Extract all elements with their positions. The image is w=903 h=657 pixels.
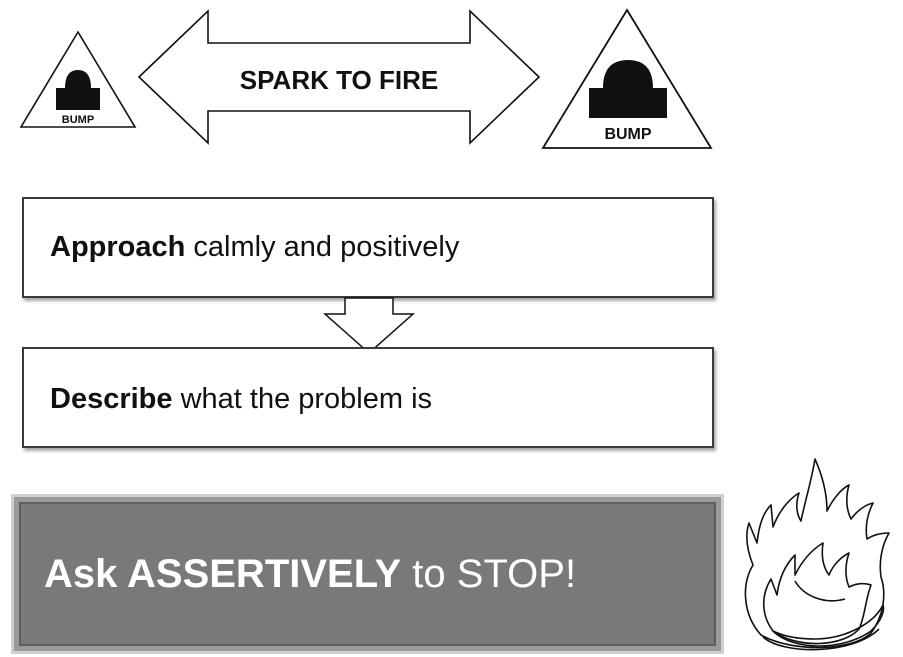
step-describe-rest: what the problem is xyxy=(172,383,433,415)
bump-warning-sign-icon: BUMP xyxy=(541,8,713,149)
bump-warning-sign-icon: BUMP xyxy=(19,30,137,128)
step-assert-rest: to STOP! xyxy=(401,552,577,596)
step-assert-text: Ask ASSERTIVELY to STOP! xyxy=(44,552,576,597)
fire-flame-icon xyxy=(744,458,890,651)
down-arrow-icon xyxy=(323,297,415,355)
bump-label-left: BUMP xyxy=(62,114,94,126)
step-describe-text: Describe what the problem is xyxy=(50,383,432,416)
spark-to-fire-arrow: SPARK TO FIRE xyxy=(136,8,542,146)
step-approach-box: Approach calmly and positively xyxy=(22,197,714,298)
step-approach-rest: calmly and positively xyxy=(185,231,460,263)
double-headed-arrow xyxy=(137,9,541,145)
spark-to-fire-label: SPARK TO FIRE xyxy=(239,65,439,95)
fire-flame xyxy=(733,455,898,655)
bump-label-right: BUMP xyxy=(604,126,651,143)
bump-sign-right: BUMP xyxy=(541,8,713,151)
step-assert-bold: Ask ASSERTIVELY xyxy=(44,552,402,596)
down-arrow xyxy=(323,297,415,355)
step-approach-text: Approach calmly and positively xyxy=(50,231,459,264)
step-assert-box: Ask ASSERTIVELY to STOP! xyxy=(11,494,724,654)
step-describe-box: Describe what the problem is xyxy=(22,347,714,448)
bump-sign-left: BUMP xyxy=(19,30,137,130)
step-approach-bold: Approach xyxy=(50,231,186,263)
step-describe-bold: Describe xyxy=(50,383,173,415)
